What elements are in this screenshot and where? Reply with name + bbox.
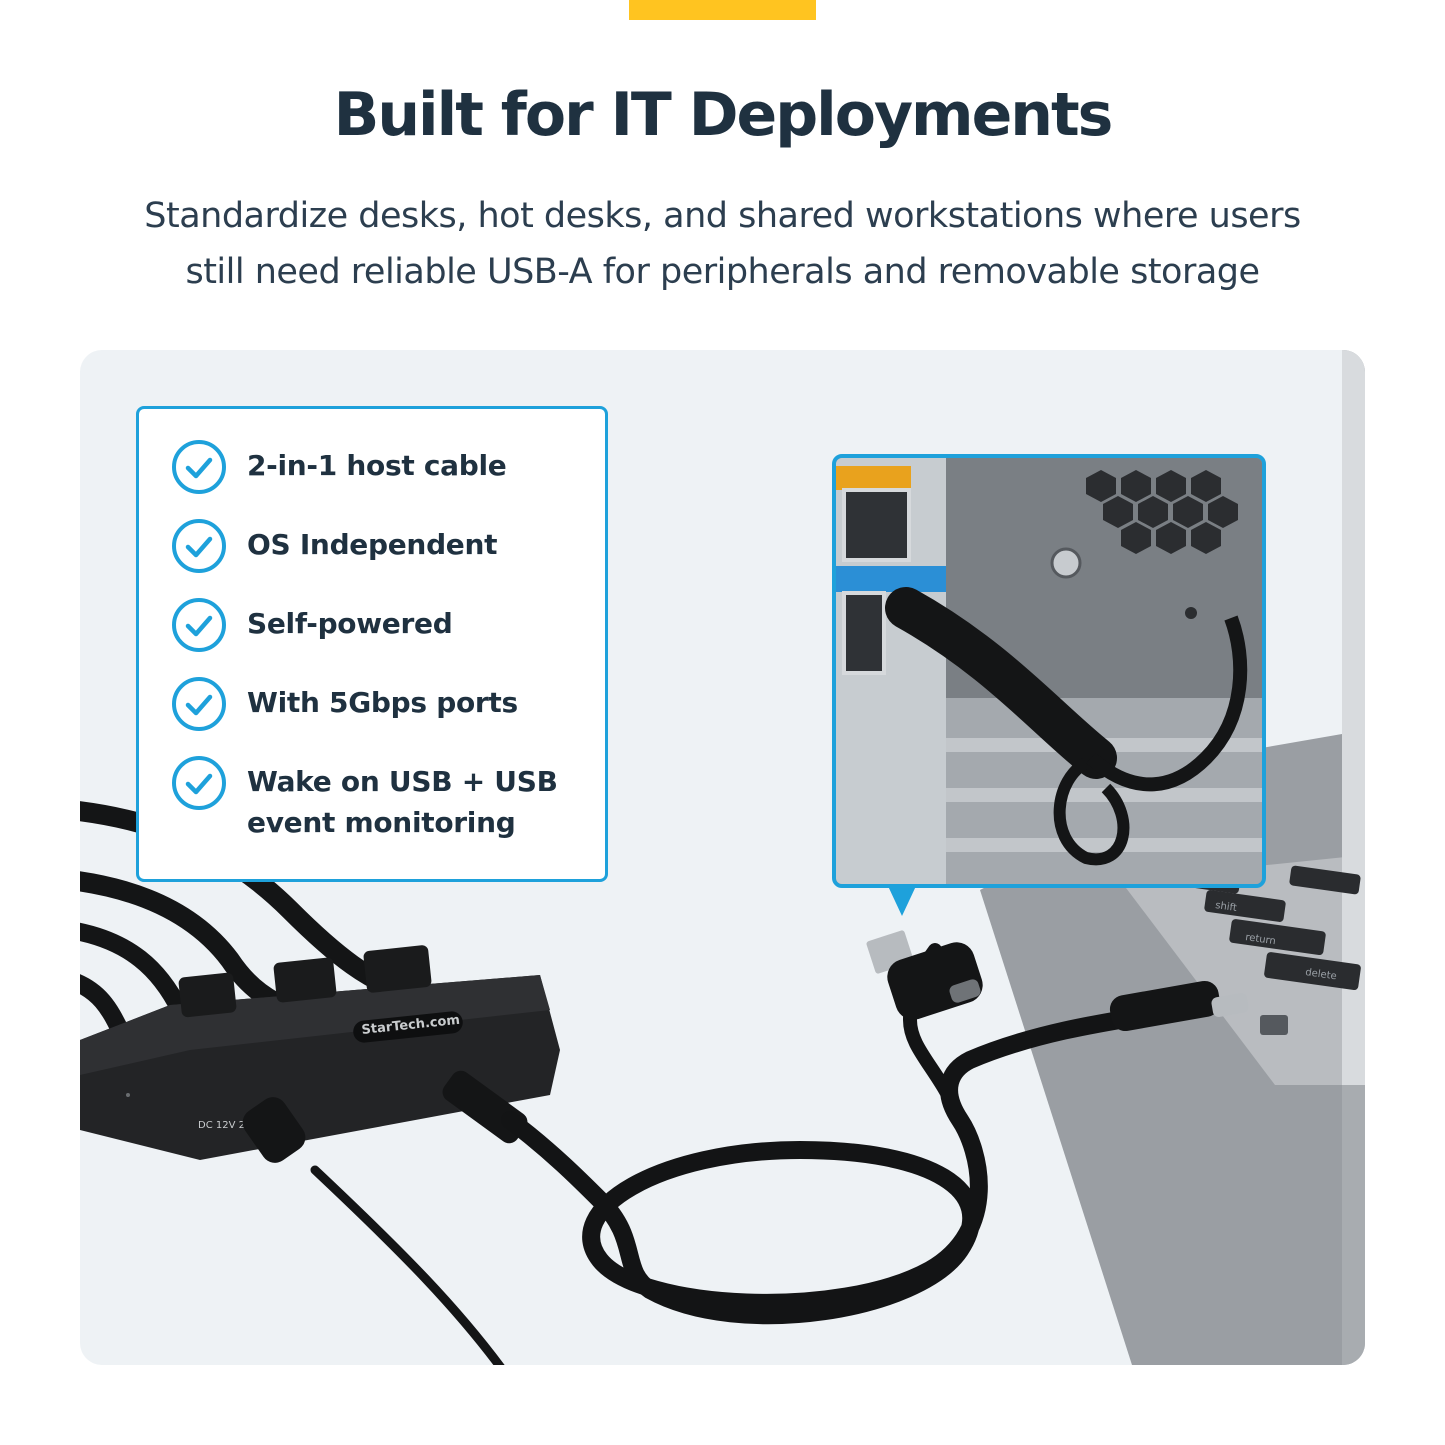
features-card: 2-in-1 host cable OS Independent Self-po… <box>136 406 608 882</box>
feature-item: 2-in-1 host cable <box>171 439 507 495</box>
check-circle-icon <box>172 677 226 731</box>
key-delete-label: delete <box>1305 967 1338 982</box>
accent-bar <box>629 0 816 20</box>
hub-power-label: DC 12V 2A <box>198 1120 252 1131</box>
check-circle-icon <box>172 519 226 573</box>
page-title: Built for IT Deployments <box>333 80 1114 150</box>
usb-a-adapter <box>866 930 983 1020</box>
pc-port-callout <box>832 454 1266 888</box>
product-photo-panel: shift return delete StarTech.com DC 12V … <box>80 350 1365 1365</box>
key-shift-label: shift <box>1215 900 1238 914</box>
check-circle-icon <box>172 440 226 494</box>
usb-hub-device: StarTech.com DC 12V 2A <box>80 945 560 1163</box>
check-circle-icon <box>172 756 226 810</box>
feature-item: Self-powered <box>171 597 453 653</box>
key-return-label: return <box>1245 932 1277 947</box>
subtitle-line-1: Standardize desks, hot desks, and shared… <box>144 196 1301 236</box>
pc-rear-ports-illustration <box>836 458 1262 884</box>
feature-item: With 5Gbps ports <box>171 676 518 732</box>
callout-pointer <box>888 886 916 916</box>
check-circle-icon <box>172 598 226 652</box>
subtitle-line-2: still need reliable USB-A for peripheral… <box>185 252 1260 292</box>
usb-c-plug <box>1109 980 1249 1032</box>
feature-label: 2-in-1 host cable <box>247 449 507 482</box>
feature-label: With 5Gbps ports <box>247 686 518 719</box>
page-subtitle: Standardize desks, hot desks, and shared… <box>60 188 1385 300</box>
feature-label: Self-powered <box>247 607 453 640</box>
feature-label: OS Independent <box>247 528 498 561</box>
feature-item: OS Independent <box>171 518 498 574</box>
